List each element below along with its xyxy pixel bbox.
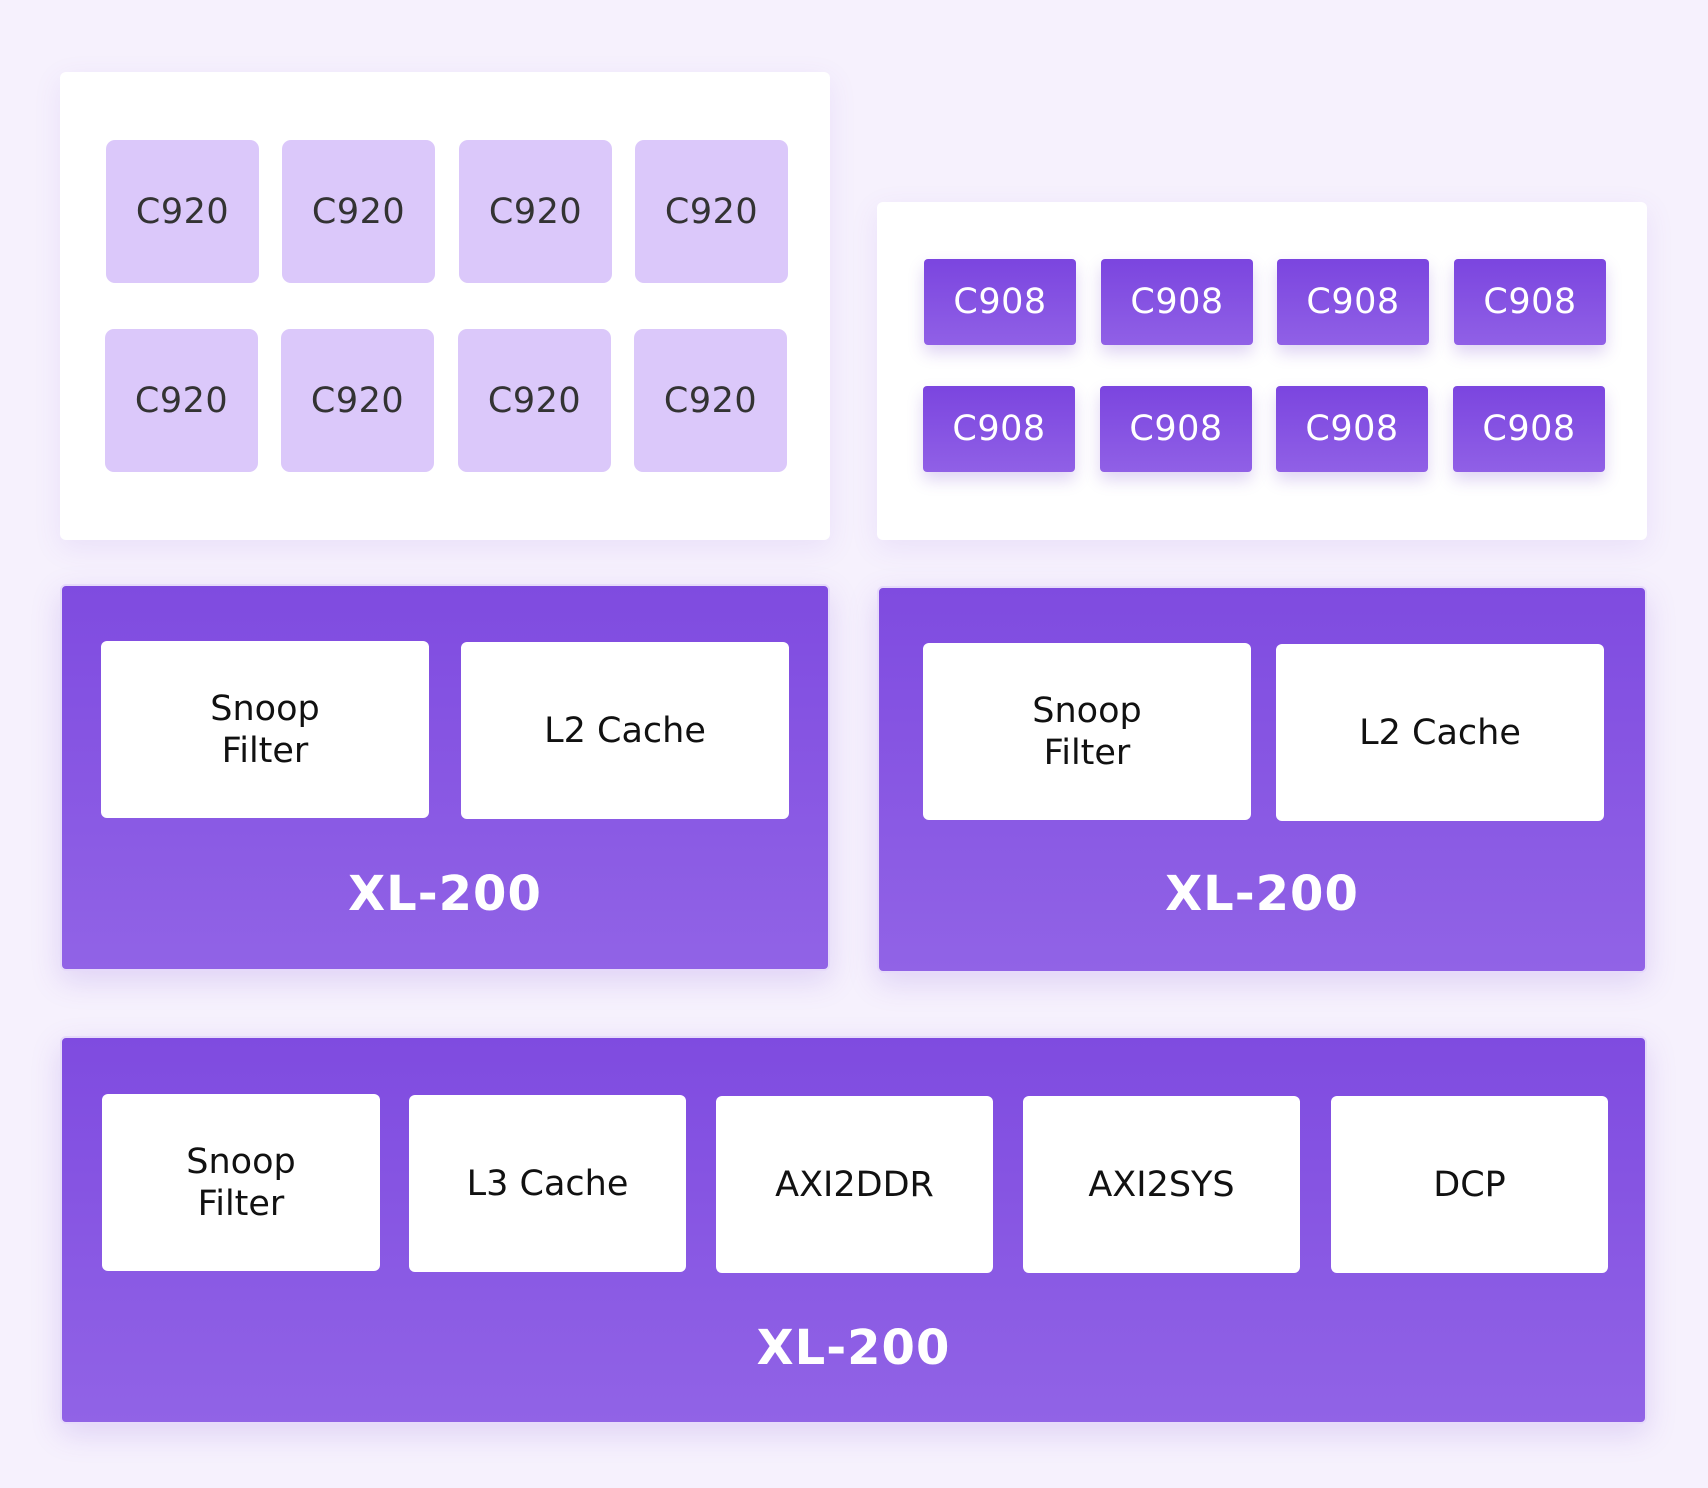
c908-core: C908 [923, 386, 1075, 472]
snoop-filter-block: Snoop Filter [102, 1094, 380, 1271]
c920-core-cluster: C920 C920 C920 C920 C920 C920 C920 C920 [60, 72, 830, 540]
c920-core: C920 [282, 140, 435, 283]
xl200-cluster-right: Snoop Filter L2 Cache XL-200 [877, 586, 1647, 973]
c920-core: C920 [105, 329, 258, 472]
xl200-label: XL-200 [348, 866, 542, 922]
c920-core: C920 [281, 329, 434, 472]
c920-core: C920 [635, 140, 788, 283]
l2-cache-block: L2 Cache [1276, 644, 1604, 821]
l3-cache-block: L3 Cache [409, 1095, 686, 1272]
xl200-label: XL-200 [1165, 866, 1359, 922]
c908-core: C908 [1100, 386, 1252, 472]
snoop-filter-block: Snoop Filter [923, 643, 1251, 820]
l2-cache-block: L2 Cache [461, 642, 789, 819]
xl200-system: Snoop Filter L3 Cache AXI2DDR AXI2SYS DC… [60, 1036, 1647, 1424]
snoop-filter-block: Snoop Filter [101, 641, 429, 818]
c908-core: C908 [1453, 386, 1605, 472]
c908-core: C908 [1277, 259, 1429, 345]
xl200-cluster-left: Snoop Filter L2 Cache XL-200 [60, 584, 830, 971]
axi2ddr-block: AXI2DDR [716, 1096, 993, 1273]
c920-core: C920 [459, 140, 612, 283]
c908-core: C908 [924, 259, 1076, 345]
c908-core: C908 [1276, 386, 1428, 472]
c920-core: C920 [634, 329, 787, 472]
c908-core: C908 [1101, 259, 1253, 345]
xl200-label: XL-200 [756, 1320, 951, 1376]
c908-core: C908 [1454, 259, 1606, 345]
axi2sys-block: AXI2SYS [1023, 1096, 1300, 1273]
dcp-block: DCP [1331, 1096, 1608, 1273]
c920-core: C920 [458, 329, 611, 472]
c920-core: C920 [106, 140, 259, 283]
c908-core-cluster: C908 C908 C908 C908 C908 C908 C908 C908 [877, 202, 1647, 540]
